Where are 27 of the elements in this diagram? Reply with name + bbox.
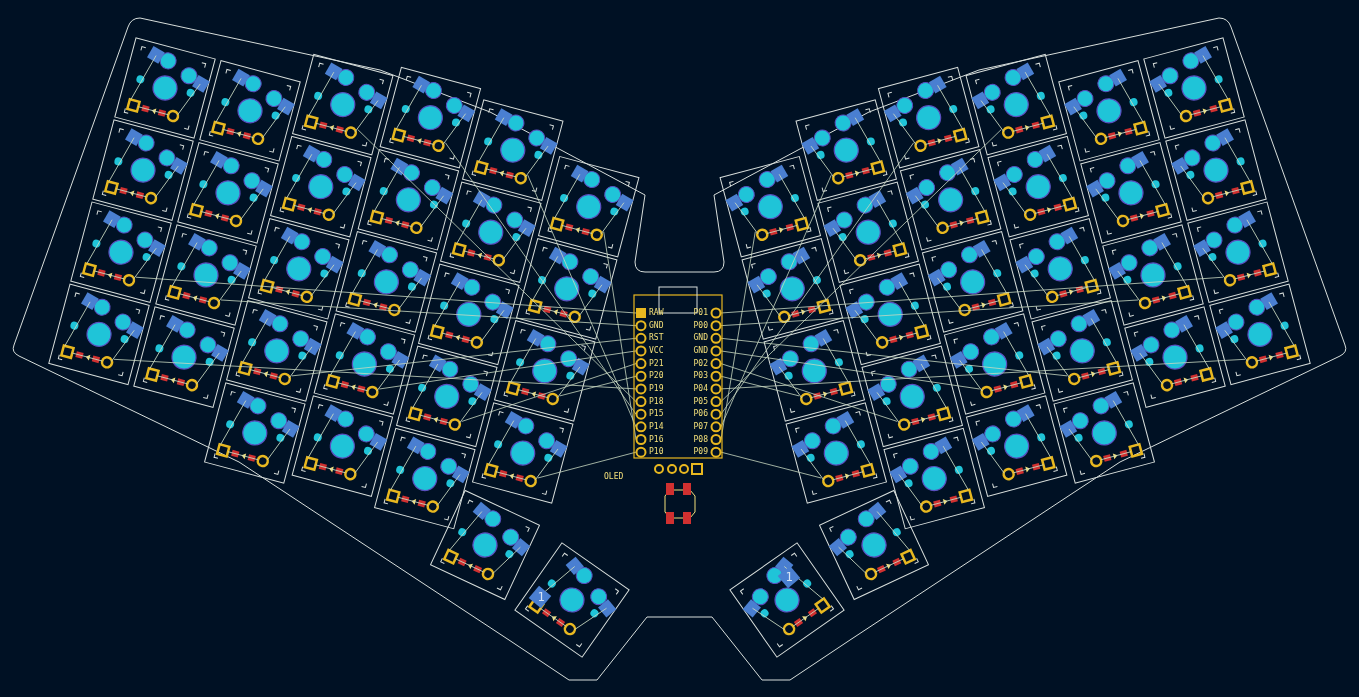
pin-label: P06 xyxy=(693,410,708,419)
pin-label: GND xyxy=(693,334,708,343)
pin-label: P01 xyxy=(693,309,708,317)
silkscreen-label: OLED xyxy=(604,473,624,481)
pad-number: 1 xyxy=(785,571,793,583)
pin-label: VCC xyxy=(649,346,664,355)
pin-label: P05 xyxy=(693,397,708,406)
pin-label: P20 xyxy=(649,372,664,381)
pin-label: P08 xyxy=(693,435,708,444)
pad-number: 1 xyxy=(537,591,545,603)
pin-label: GND xyxy=(649,321,664,330)
pin-label: P15 xyxy=(649,410,664,419)
pin-label: P02 xyxy=(693,359,708,368)
pin-label: P09 xyxy=(693,448,708,457)
pin-label: P04 xyxy=(693,384,708,393)
pin-label: P10 xyxy=(649,448,664,457)
pin-label: P16 xyxy=(649,435,664,444)
pin-label: GND xyxy=(693,346,708,355)
pin-label: P00 xyxy=(693,321,708,330)
pin-label: RST xyxy=(649,334,664,343)
pin-label: P21 xyxy=(649,359,664,368)
pin-label: P18 xyxy=(649,397,664,406)
pin-label: P07 xyxy=(693,422,708,431)
pin-label: RAW xyxy=(649,309,664,317)
pin-label: P19 xyxy=(649,384,664,393)
pin-label: P03 xyxy=(693,372,708,381)
pin-label: P14 xyxy=(649,422,664,431)
